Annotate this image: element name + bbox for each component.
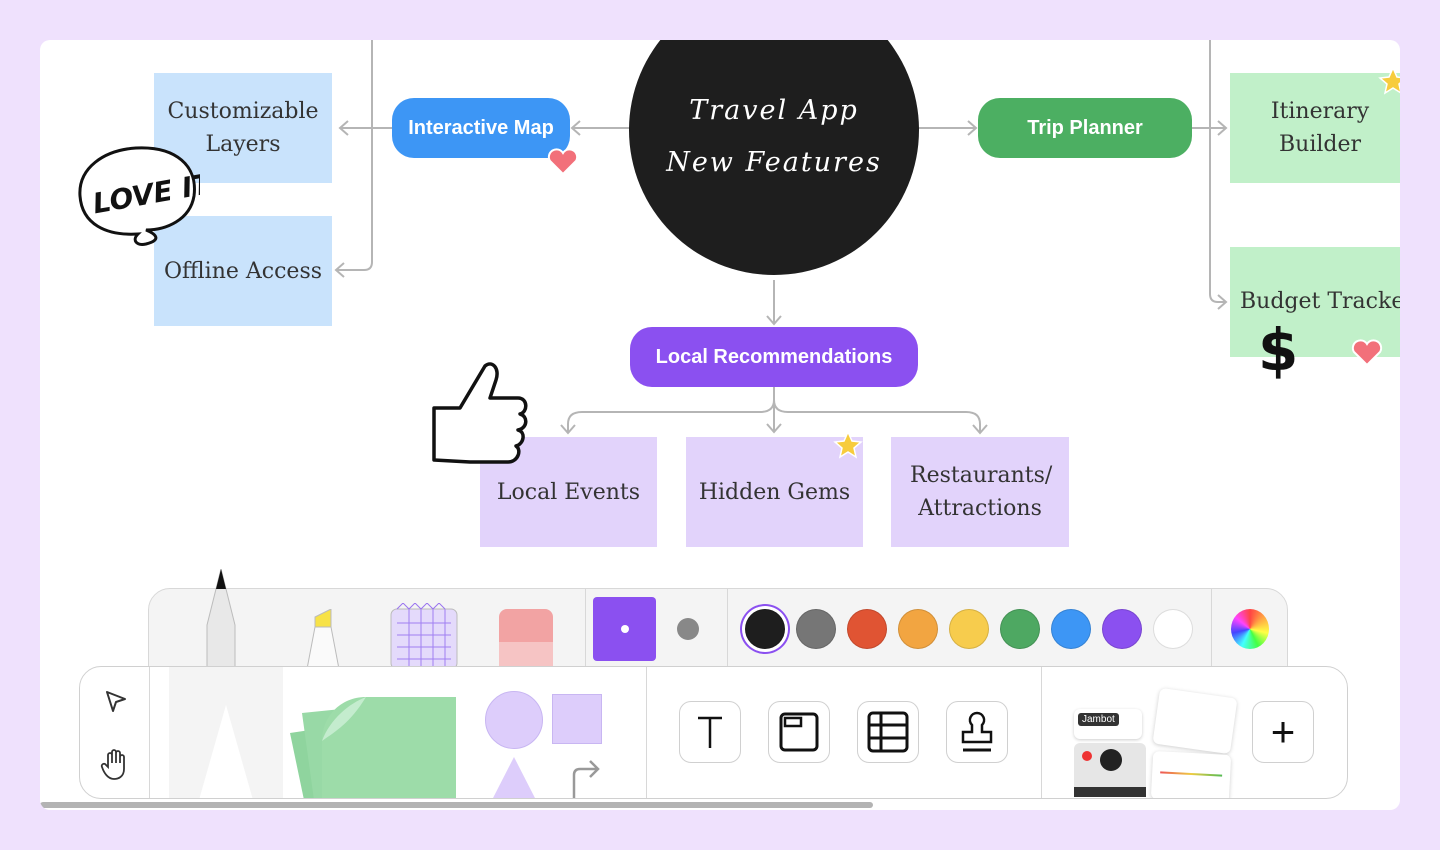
jambot-label: Jambot: [1078, 713, 1119, 726]
center-title-line1: Travel App: [689, 95, 859, 126]
color-swatch[interactable]: [847, 609, 887, 649]
color-swatch[interactable]: [1051, 609, 1091, 649]
text-icon: [698, 716, 722, 748]
node-label: Interactive Map: [408, 116, 554, 139]
drawing-tools-tab[interactable]: [169, 667, 283, 798]
text-tool-button[interactable]: [679, 701, 741, 763]
node-trip-planner[interactable]: Trip Planner: [978, 98, 1192, 158]
love-it-sticker[interactable]: LOVE IT.: [76, 144, 200, 248]
node-label: Trip Planner: [1027, 116, 1143, 139]
size-large-button[interactable]: [593, 597, 656, 661]
color-swatch[interactable]: [898, 609, 938, 649]
stamp-tool-button[interactable]: [946, 701, 1008, 763]
pen-tool[interactable]: [195, 569, 247, 669]
sticky-text: Hidden Gems: [698, 479, 851, 505]
sticky-offline-access[interactable]: Offline Access: [154, 216, 332, 326]
plus-icon: +: [1270, 708, 1296, 755]
sticky-text: Restaurants/ Attractions: [910, 463, 1053, 521]
flowchart-template[interactable]: [1152, 687, 1238, 755]
node-local-recommendations[interactable]: Local Recommendations: [630, 327, 918, 387]
color-swatch[interactable]: [1153, 609, 1193, 649]
thumbs-up-sticker[interactable]: [430, 358, 532, 466]
heart-icon: [1351, 339, 1383, 367]
node-interactive-map[interactable]: Interactive Map: [392, 98, 570, 158]
dollar-sticker[interactable]: $: [1258, 316, 1299, 384]
sticky-hidden-gems[interactable]: Hidden Gems: [686, 437, 863, 547]
jambot-button[interactable]: Jambot: [1070, 697, 1146, 797]
shapes-tool[interactable]: [485, 691, 543, 749]
stamp-icon: [961, 711, 993, 752]
color-swatch[interactable]: [1000, 609, 1040, 649]
highlighter-tool[interactable]: [303, 609, 343, 669]
table-tool-button[interactable]: [857, 701, 919, 763]
color-swatch[interactable]: [1102, 609, 1142, 649]
sticky-text: Offline Access: [163, 258, 323, 284]
table-icon: [867, 711, 909, 753]
add-button[interactable]: +: [1252, 701, 1314, 763]
color-picker-button[interactable]: [1231, 609, 1269, 649]
star-icon: [833, 430, 863, 459]
sticky-notes-tool[interactable]: [290, 693, 460, 799]
sticky-itinerary-builder[interactable]: Itinerary Builder: [1230, 73, 1400, 183]
color-swatch[interactable]: [796, 609, 836, 649]
sticky-restaurants-attractions[interactable]: Restaurants/ Attractions: [891, 437, 1069, 547]
sticky-text: Local Events: [496, 479, 641, 505]
brush-tool[interactable]: [389, 603, 461, 669]
square-shape[interactable]: [552, 694, 602, 744]
main-toolbar: Jambot +: [79, 666, 1348, 799]
pen-toolbar: [148, 569, 1288, 669]
color-swatch[interactable]: [949, 609, 989, 649]
horizontal-scrollbar[interactable]: [40, 802, 873, 808]
center-title-line2: New Features: [666, 147, 882, 178]
frame-tool-button[interactable]: [768, 701, 830, 763]
eraser-tool[interactable]: [499, 609, 553, 669]
size-small-button[interactable]: [677, 618, 699, 640]
color-swatch[interactable]: [745, 609, 785, 649]
sticky-text: Budget Tracker: [1240, 289, 1400, 314]
timeline-template[interactable]: [1150, 750, 1232, 798]
heart-icon: [547, 148, 579, 176]
sticky-budget-tracker[interactable]: Budget Tracker: [1230, 247, 1400, 357]
whiteboard-canvas[interactable]: Customizable Layers Offline Access Inter…: [40, 40, 1400, 810]
sticky-text: Itinerary Builder: [1270, 99, 1370, 157]
connectors: [334, 40, 1228, 435]
triangle-arrow-shapes[interactable]: [488, 755, 608, 799]
frame-icon: [779, 712, 819, 752]
node-label: Local Recommendations: [655, 345, 893, 368]
star-icon: [1378, 66, 1400, 95]
sticky-text: Customizable Layers: [167, 99, 319, 157]
hand-icon[interactable]: [100, 747, 130, 781]
select-arrow-icon[interactable]: [104, 689, 128, 715]
